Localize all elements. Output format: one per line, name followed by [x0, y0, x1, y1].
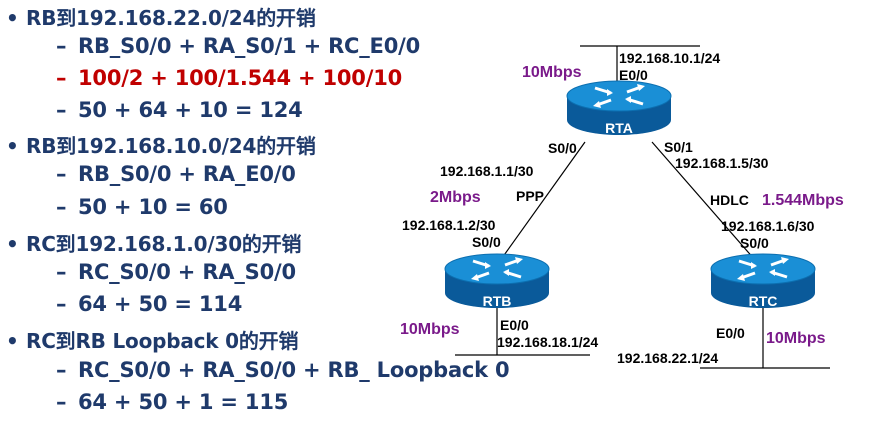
rta-rtb-serial-link	[496, 141, 586, 266]
bullet-heading-text: RC到192.168.1.0/30的开销	[26, 232, 302, 256]
bullet-subline: –RC_S0/0 + RA_S0/0 + RB_ Loopback 0	[56, 358, 510, 382]
rtb-s0-ip-label: 192.168.1.2/30	[402, 217, 496, 233]
dash: –	[56, 358, 67, 382]
rta-s00-ip-label: 192.168.1.1/30	[440, 163, 534, 179]
rtb-s0-label: S0/0	[472, 234, 501, 250]
rta-lan-speed-label: 10Mbps	[522, 64, 582, 81]
rta-rtc-speed-label: 1.544Mbps	[762, 192, 844, 209]
bullet-heading-text: RB到192.168.22.0/24的开销	[26, 6, 316, 30]
subline-text: RC_S0/0 + RA_S0/0	[78, 260, 296, 284]
dash: –	[56, 292, 67, 316]
bullet-subline: –RB_S0/0 + RA_S0/1 + RC_E0/0	[56, 34, 420, 58]
subline-text: RB_S0/0 + RA_S0/1 + RC_E0/0	[78, 34, 420, 58]
rta-e0-label: E0/0	[619, 67, 648, 83]
bullet-subline: –50 + 64 + 10 = 124	[56, 98, 303, 122]
rtb-lan-speed-label: 10Mbps	[400, 321, 460, 338]
router-rtb: RTB	[443, 252, 551, 310]
bullet-subline-highlight: –100/2 + 100/1.544 + 100/10	[56, 66, 402, 90]
subline-text: 100/2 + 100/1.544 + 100/10	[78, 66, 403, 90]
rtc-e0-label: E0/0	[716, 325, 745, 341]
router-rtc: RTC	[709, 252, 817, 310]
rta-rtb-encapsulation-label: PPP	[516, 188, 544, 204]
subline-text: 64 + 50 + 1 = 115	[78, 390, 289, 414]
subline-text: 50 + 10 = 60	[78, 195, 228, 219]
bullet-heading: • RC到192.168.1.0/30的开销	[6, 228, 302, 257]
dash: –	[56, 98, 67, 122]
dash: –	[56, 260, 67, 284]
rtc-lan-speed-label: 10Mbps	[766, 330, 826, 347]
bullet-heading-text: RB到192.168.10.0/24的开销	[26, 134, 316, 158]
bullet-heading-text: RC到RB Loopback 0的开销	[26, 329, 299, 353]
rta-s00-label: S0/0	[548, 140, 577, 156]
router-rta-name: RTA	[605, 120, 633, 136]
subline-text: RB_S0/0 + RA_E0/0	[78, 162, 296, 186]
rta-s01-ip-label: 192.168.1.5/30	[675, 155, 769, 171]
rtc-s0-label: S0/0	[740, 235, 769, 251]
subline-text: 50 + 64 + 10 = 124	[78, 98, 303, 122]
bullet-heading: • RB到192.168.10.0/24的开销	[6, 130, 316, 159]
subline-text: RC_S0/0 + RA_S0/0 + RB_ Loopback 0	[78, 358, 510, 382]
rta-rtc-serial-link	[651, 141, 756, 261]
rtc-lan-ip-label: 192.168.22.1/24	[617, 350, 718, 366]
bullet-subline: –50 + 10 = 60	[56, 195, 228, 219]
bullet-subline: –64 + 50 + 1 = 115	[56, 390, 288, 414]
bullet-subline: –RB_S0/0 + RA_E0/0	[56, 162, 296, 186]
dash: –	[56, 66, 67, 90]
rtb-e0-label: E0/0	[500, 317, 529, 333]
dash: –	[56, 162, 67, 186]
bullet-dot: •	[6, 134, 19, 158]
bullet-heading: • RC到RB Loopback 0的开销	[6, 325, 298, 354]
bullet-dot: •	[6, 232, 19, 256]
bullet-heading: • RB到192.168.22.0/24的开销	[6, 2, 316, 31]
rta-rtb-speed-label: 2Mbps	[430, 189, 481, 206]
rta-lan-ip-label: 192.168.10.1/24	[619, 50, 720, 66]
dash: –	[56, 390, 67, 414]
bullet-subline: –RC_S0/0 + RA_S0/0	[56, 260, 296, 284]
rtc-s0-ip-label: 192.168.1.6/30	[721, 218, 815, 234]
dash: –	[56, 34, 67, 58]
router-rta: RTA	[565, 79, 673, 137]
router-rtb-name: RTB	[483, 293, 512, 309]
rta-rtc-encapsulation-label: HDLC	[710, 192, 749, 208]
bullet-subline: –64 + 50 = 114	[56, 292, 242, 316]
rtb-lan-ip-label: 192.168.18.1/24	[497, 334, 598, 350]
bullet-dot: •	[6, 6, 19, 30]
rta-s01-label: S0/1	[664, 139, 693, 155]
subline-text: 64 + 50 = 114	[78, 292, 243, 316]
dash: –	[56, 195, 67, 219]
router-rtc-name: RTC	[749, 293, 778, 309]
bullet-dot: •	[6, 329, 19, 353]
